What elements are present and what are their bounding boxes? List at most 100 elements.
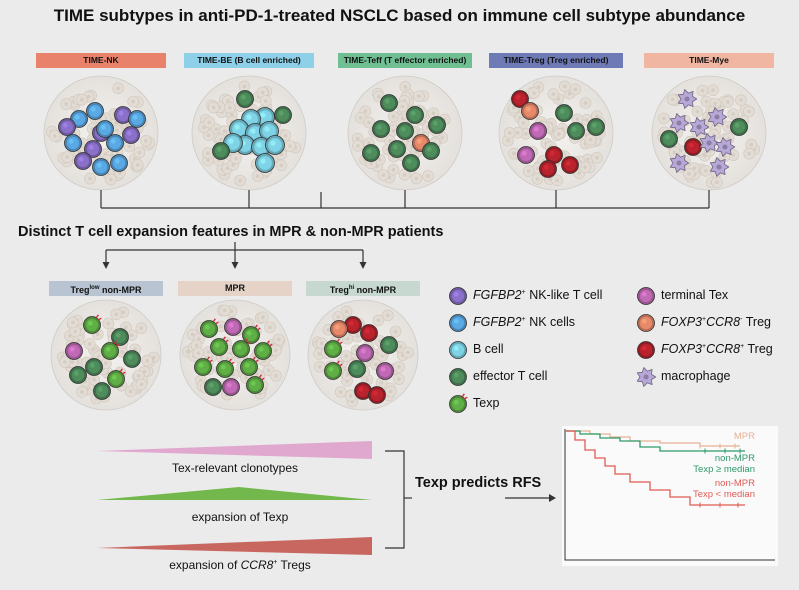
group-label: MPR [178,281,292,296]
texp-expansion-wedge [97,487,372,500]
texp-icon [449,393,468,413]
tex-clonotype-wedge [97,441,372,459]
cell-cell [110,154,128,172]
nk-like-t-cell-icon [449,287,467,305]
cell-cell [64,134,82,152]
tissue-circle [50,299,162,411]
cell-cell [545,146,563,164]
time-subtype-label: TIME-NK [36,53,166,68]
legend-label: B cell [473,342,504,356]
legend-label: macrophage [661,369,731,383]
cell-cell [587,118,605,136]
triangle-label: Tex-relevant clonotypes [171,461,299,475]
cell-cell [265,135,285,155]
legend-label: FOXP3+CCR8- Treg [661,315,771,329]
cell-cell [517,146,535,164]
cell-cell [122,126,140,144]
texp-cell [194,356,213,376]
mac-cell [669,153,690,173]
mid-tissue-circles [50,299,419,411]
cell-cell [372,120,390,138]
cell-cell [84,140,102,158]
cell-cell [380,94,398,112]
rfs-label: Texp predicts RFS [415,475,542,491]
section-subtitle: Distinct T cell expansion features in MP… [18,224,444,240]
cell-cell [85,358,103,376]
tissue-circle [179,299,291,411]
ccr8-pos-treg-icon [637,341,655,359]
terminal-tex-icon [637,287,655,305]
cell-cell [74,152,92,170]
cell-cell [539,160,557,178]
tissue-circle [191,75,307,191]
cell-cell [348,360,366,378]
cell-cell [730,118,748,136]
cell-cell [106,134,124,152]
texp-cell [107,368,126,388]
cell-cell [362,144,380,162]
cell-cell [360,324,378,342]
tissue-circle [307,299,419,411]
mac-cell [709,157,730,177]
effector-t-cell-icon [449,368,467,386]
cell-cell [96,120,114,138]
time-subtype-label: TIME-Treg (Treg enriched) [489,53,623,68]
cell-cell [93,382,111,400]
mac-cell [677,89,698,109]
cell-cell [406,106,424,124]
tissue-circle [651,75,767,191]
b-cell-icon [449,341,467,359]
triangles [97,441,372,555]
cell-cell [376,362,394,380]
tissue-circle [347,75,463,191]
time-subtype-label: TIME-Mye [644,53,774,68]
cell-cell [222,378,240,396]
cell-cell [236,90,254,108]
cell-cell [561,156,579,174]
cell-cell [204,378,222,396]
cell-cell [521,102,539,120]
cell-cell [344,316,362,334]
cell-cell [354,382,372,400]
legend-label: FGFBP2+ NK cells [473,315,576,329]
mac-cell [689,117,710,137]
cell-cell [567,122,585,140]
cell-cell [684,138,702,156]
tissue-circle [43,75,159,191]
texp-cell [324,338,343,358]
bracket-line [385,450,405,549]
cell-cell [92,158,110,176]
legend-label: Texp [473,396,500,410]
mac-cell [699,133,720,153]
mac-cell [669,113,690,133]
bracket [385,450,556,549]
cell-cell [330,320,348,338]
cell-cell [388,140,406,158]
cell-cell [660,130,678,148]
cell-cell [529,122,547,140]
top-tissue-circles [43,75,767,191]
nk-cell-icon [449,314,467,332]
connector-lines [100,190,710,269]
cell-cell [511,90,529,108]
texp-cell [246,374,265,394]
triangle-label: expansion of CCR8+ Tregs [169,558,311,572]
cell-cell [274,106,292,124]
cell-cell [368,386,386,404]
mac-cell [715,137,736,157]
cell-cell [255,153,275,173]
texp-cell [83,314,102,334]
cell-cell [396,122,414,140]
cell-cell [58,118,76,136]
cell-cell [402,154,420,172]
triangle-label: expansion of Texp [191,510,289,524]
km-curve-nonmpr-low [565,430,745,506]
texp-cell [200,318,219,338]
legend-label: FOXP3+CCR8+ Treg [661,342,773,356]
time-subtype-label: TIME-BE (B cell enriched) [184,53,314,68]
legend-icons [449,287,657,413]
texp-cell [240,356,259,376]
cell-cell [422,142,440,160]
legend-label: terminal Tex [661,288,729,302]
